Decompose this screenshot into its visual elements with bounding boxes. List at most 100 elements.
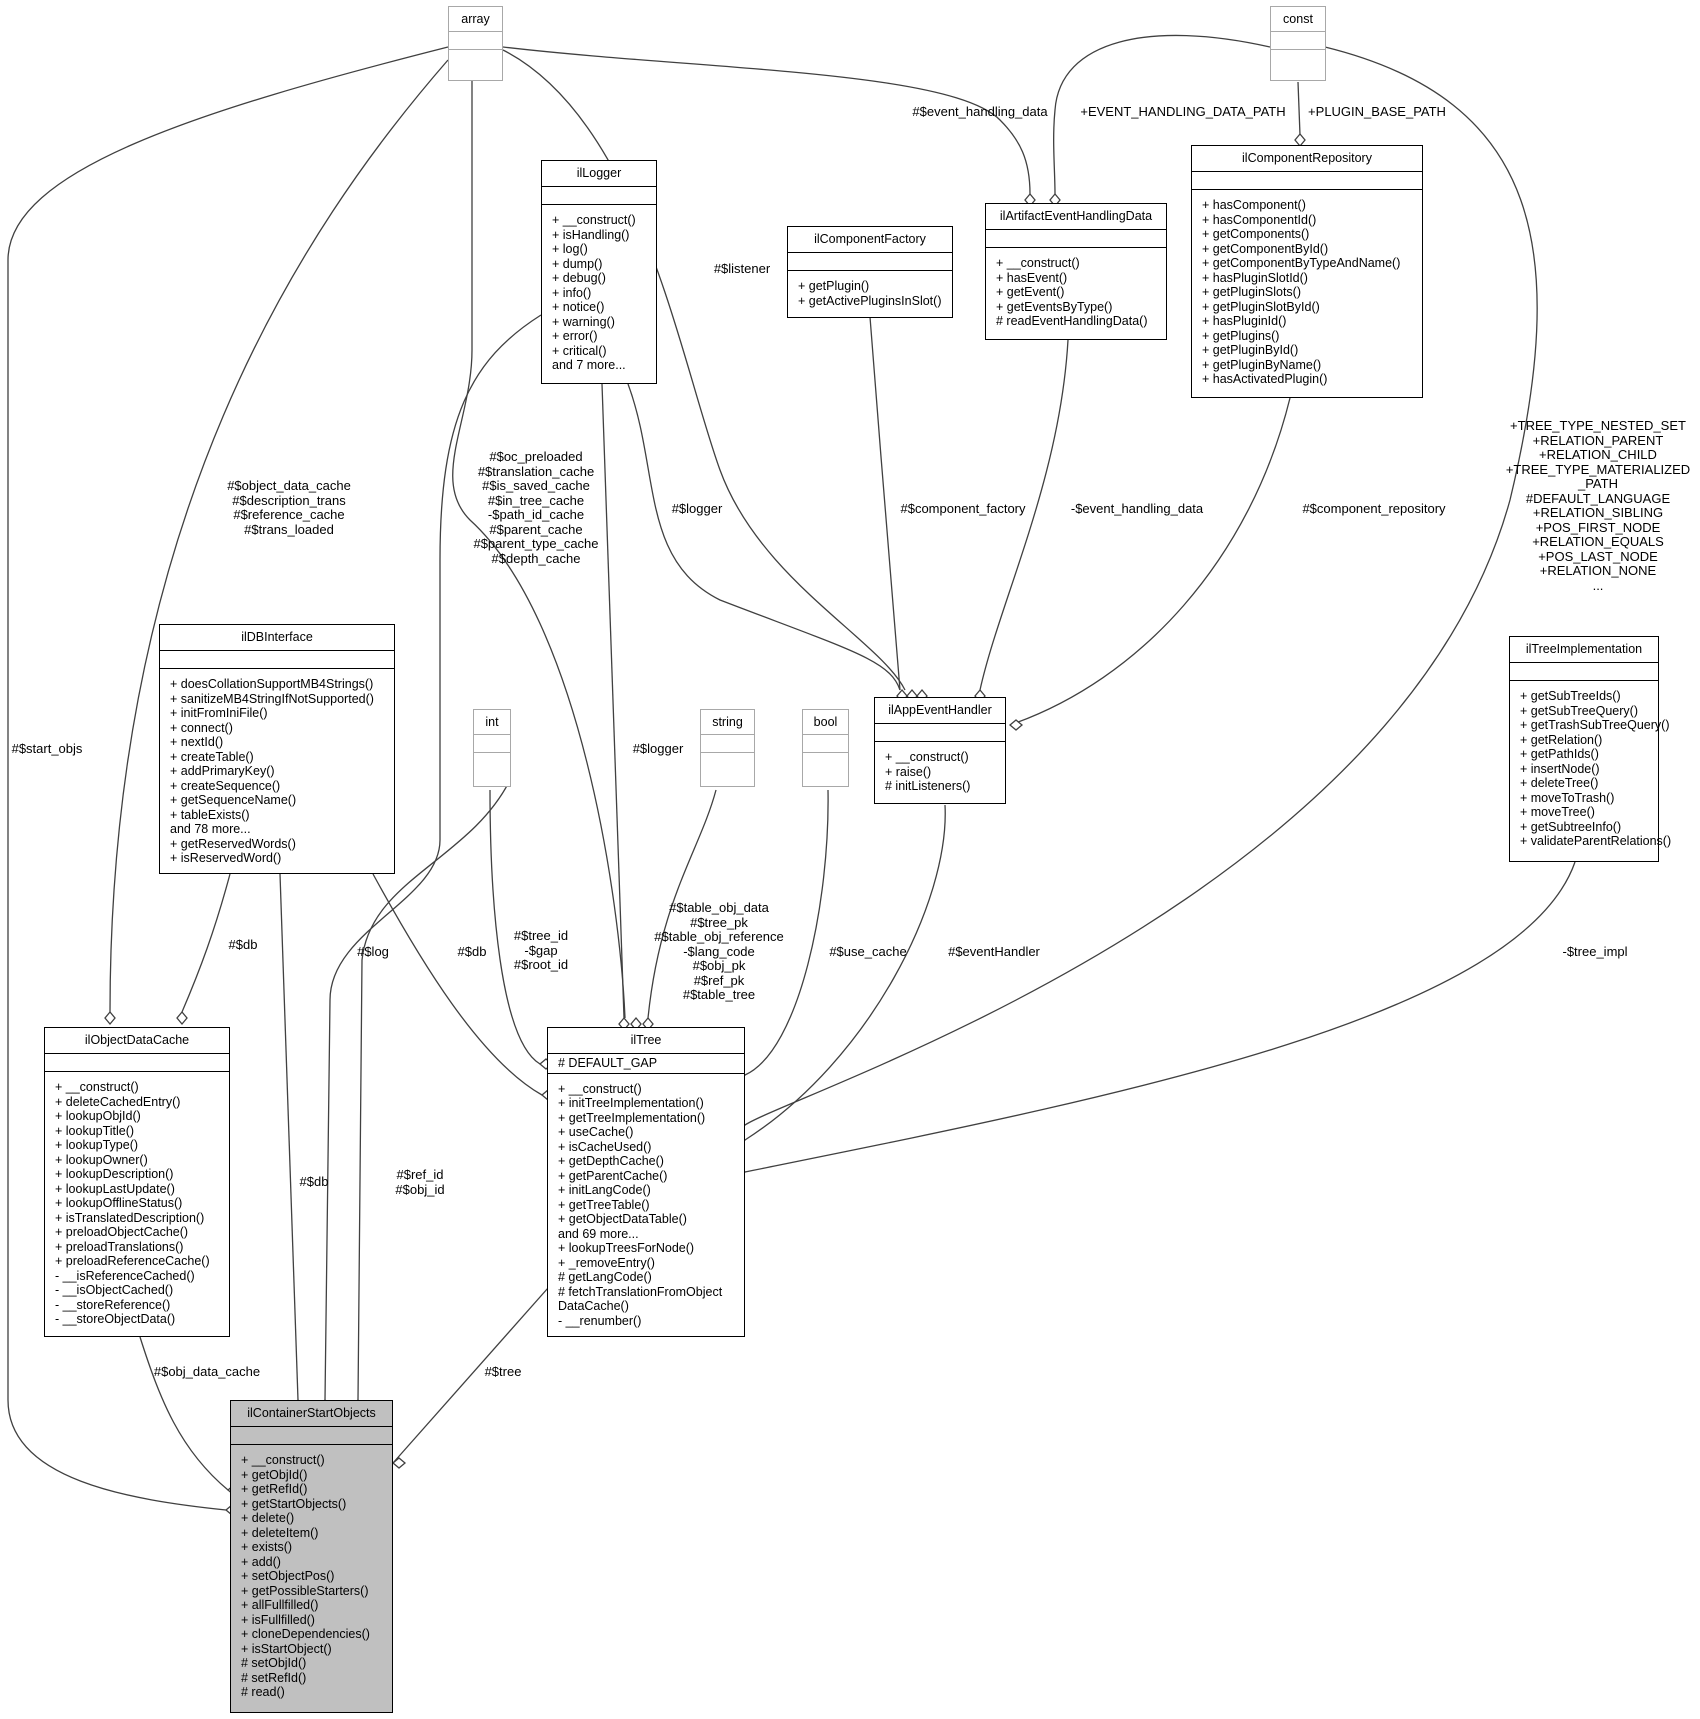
class-method: - __storeReference() [55, 1297, 171, 1312]
class-node-illogger[interactable]: ilLogger+ __construct()+ isHandling()+ l… [541, 160, 657, 384]
edge-array-tree [452, 62, 626, 1019]
class-node-ilcomponentrepository[interactable]: ilComponentRepository+ hasComponent()+ h… [1191, 145, 1423, 398]
class-node-ilartifacteventhandlingdata[interactable]: ilArtifactEventHandlingData+ __construct… [985, 203, 1167, 340]
class-node-ilobjectdatacache[interactable]: ilObjectDataCache+ __construct()+ delete… [44, 1027, 230, 1337]
class-node-ildbinterface[interactable]: ilDBInterface+ doesCollationSupportMB4St… [159, 624, 395, 874]
class-node-int[interactable]: int [473, 709, 511, 787]
class-method: + __construct() [996, 256, 1080, 270]
edge-db-start [279, 873, 299, 1401]
edge-label-line: #$start_objs [11, 741, 83, 756]
class-method: + hasPluginId() [1202, 314, 1287, 328]
class-method: - __renumber() [558, 1313, 642, 1328]
class-node-ilcomponentfactory[interactable]: ilComponentFactory+ getPlugin()+ getActi… [787, 226, 953, 318]
edge-label-db-to-tree: #$db [458, 944, 487, 960]
class-method: + getDepthCache() [558, 1154, 664, 1168]
edge-label-int-to-tree: #$tree_id-$gap#$root_id [514, 928, 568, 973]
edge-label-line: +RELATION_SIBLING [1532, 505, 1664, 520]
class-node-bool[interactable]: bool [802, 709, 849, 787]
edge-label-line: #$event_handling_data [912, 104, 1048, 119]
class-method: + preloadTranslations() [55, 1239, 184, 1254]
class-method: + preloadReferenceCache() [55, 1254, 210, 1268]
edge-label-const-to-tree: +TREE_TYPE_NESTED_SET+RELATION_PARENT+RE… [1505, 418, 1691, 593]
class-title: ilLogger [542, 161, 656, 187]
edge-label-bool-to-tree: #$use_cache [829, 944, 906, 960]
edge-label-line: #$logger [671, 501, 723, 516]
class-methods [701, 753, 754, 771]
class-method: + deleteItem() [241, 1525, 319, 1540]
class-node-const[interactable]: const [1270, 6, 1326, 81]
class-method: + getPluginSlots() [1202, 285, 1302, 299]
class-method: + lookupOfflineStatus() [55, 1196, 183, 1210]
class-method: + getReservedWords() [170, 836, 296, 851]
class-node-string[interactable]: string [700, 709, 755, 787]
class-method: + hasComponentId() [1202, 212, 1317, 227]
class-method: + getActivePluginsInSlot() [798, 293, 942, 308]
class-method: + setObjectPos() [241, 1569, 335, 1583]
class-method: + critical() [552, 343, 607, 358]
edge-label-line: #$eventHandler [948, 944, 1040, 959]
class-method: + getEventsByType() [996, 299, 1113, 314]
class-method: + warning() [552, 314, 615, 329]
class-node-ilappeventhandler[interactable]: ilAppEventHandler+ __construct()+ raise(… [874, 697, 1006, 804]
edge-treeimpl-tree [744, 861, 1576, 1173]
edge-label-line: #$log [357, 944, 389, 959]
class-method: + __construct() [885, 750, 969, 764]
class-attributes [1271, 32, 1325, 50]
class-method: + getRefId() [241, 1482, 308, 1496]
edge-const-tree [744, 46, 1538, 1126]
edge-label-appevent-to-tree: #$eventHandler [948, 944, 1040, 960]
class-attributes [803, 735, 848, 753]
edge-label-int-to-start: #$ref_id#$obj_id [395, 1167, 444, 1197]
edge-label-line: #$tree_pk [690, 914, 748, 930]
class-method: + cloneDependencies() [241, 1627, 370, 1641]
class-node-iltree[interactable]: ilTree# DEFAULT_GAP+ __construct()+ init… [547, 1027, 745, 1337]
class-method: + moveTree() [1520, 805, 1595, 819]
edge-label-artifact-to-appevent: -$event_handling_data [1070, 501, 1204, 517]
class-title: ilAppEventHandler [875, 698, 1005, 724]
edge-label-line: +TREE_TYPE_MATERIALIZED [1505, 461, 1691, 477]
class-node-array[interactable]: array [448, 6, 503, 81]
class-attributes [474, 735, 510, 753]
class-method: + isHandling() [552, 227, 630, 242]
class-method: + __construct() [558, 1081, 642, 1096]
class-methods [449, 50, 502, 68]
class-node-ilcontainerstartobjects[interactable]: ilContainerStartObjects+ __construct()+ … [230, 1400, 393, 1713]
class-node-iltreeimplementation[interactable]: ilTreeImplementation+ getSubTreeIds()+ g… [1509, 636, 1671, 862]
class-method: + isCacheUsed() [558, 1139, 652, 1154]
class-method: + lookupLastUpdate() [55, 1181, 175, 1196]
edge-appevent-tree [744, 804, 946, 1141]
class-method: + deleteCachedEntry() [55, 1094, 181, 1109]
class-method: DataCache() [558, 1299, 629, 1313]
edge-label-line: ... [1592, 577, 1604, 593]
diamond-objcache-1 [104, 1010, 116, 1026]
class-title: string [701, 710, 754, 735]
diamond-start-6 [391, 1457, 407, 1469]
edge-label-line: #$ref_id [396, 1167, 444, 1182]
edge-const-repository [1297, 81, 1301, 136]
edge-label-line: -$event_handling_data [1070, 501, 1204, 516]
edge-logger-tree [601, 383, 625, 1019]
class-method: # getLangCode() [558, 1270, 652, 1284]
class-method: + getRelation() [1520, 732, 1603, 747]
edge-label-line: +EVENT_HANDLING_DATA_PATH [1080, 104, 1286, 119]
class-method: + initLangCode() [558, 1183, 651, 1197]
class-title: const [1271, 7, 1325, 32]
class-method: # fetchTranslationFromObject [558, 1284, 723, 1299]
class-method: + getPluginByName() [1202, 357, 1322, 372]
class-method: + add() [241, 1554, 281, 1569]
edge-label-line: #$db [299, 1174, 329, 1189]
edge-label-line: +PLUGIN_BASE_PATH [1308, 104, 1446, 119]
edge-string-tree [647, 789, 717, 1019]
diamond-appevent-5 [1008, 719, 1024, 731]
edge-label-line: #$in_tree_cache [487, 492, 585, 508]
edge-label-line: #$table_obj_reference [654, 929, 784, 944]
edge-label-db-to-objcache: #$db [229, 937, 258, 953]
edge-label-line: #$object_data_cache [227, 478, 351, 493]
class-method: + getObjId() [241, 1467, 308, 1482]
class-method: + lookupTitle() [55, 1123, 135, 1138]
class-attributes [449, 32, 502, 50]
class-attributes [542, 187, 656, 205]
class-method: + getEvent() [996, 285, 1065, 299]
class-methods [474, 753, 510, 771]
